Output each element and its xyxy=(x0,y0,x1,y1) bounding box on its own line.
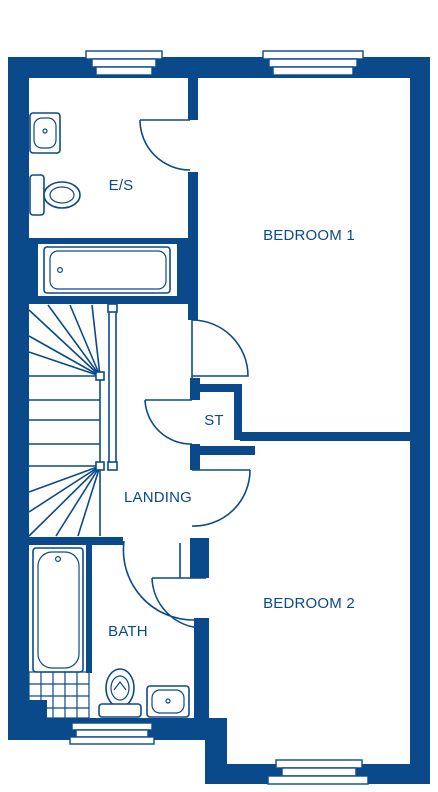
window-icon xyxy=(69,722,155,745)
toilet-icon xyxy=(29,174,81,216)
door-swing-icon xyxy=(151,543,206,629)
bathtub-icon xyxy=(32,547,84,673)
tiled-floor xyxy=(28,671,90,719)
window-icon xyxy=(267,759,369,785)
door-swing-icon xyxy=(139,119,191,171)
room-label-ensuite: E/S xyxy=(109,177,134,194)
window-icon xyxy=(262,50,364,76)
window-icon xyxy=(85,50,163,76)
door-swing-icon xyxy=(122,540,195,621)
room-label-bedroom-2: BEDROOM 2 xyxy=(263,595,355,612)
bathtub-icon xyxy=(43,246,171,294)
internal-walls xyxy=(29,78,410,718)
door-swing-icon xyxy=(191,469,251,527)
door-swing-icon xyxy=(144,399,193,445)
stairs-icon xyxy=(28,303,118,537)
toilet-icon xyxy=(98,668,142,718)
room-label-store: ST xyxy=(204,412,224,429)
basin-icon xyxy=(29,112,61,154)
room-label-bedroom-1: BEDROOM 1 xyxy=(263,227,355,244)
basin-icon xyxy=(146,685,190,718)
door-swing-icon xyxy=(191,319,249,378)
room-label-landing: LANDING xyxy=(124,489,192,506)
room-label-bath: BATH xyxy=(108,623,148,640)
